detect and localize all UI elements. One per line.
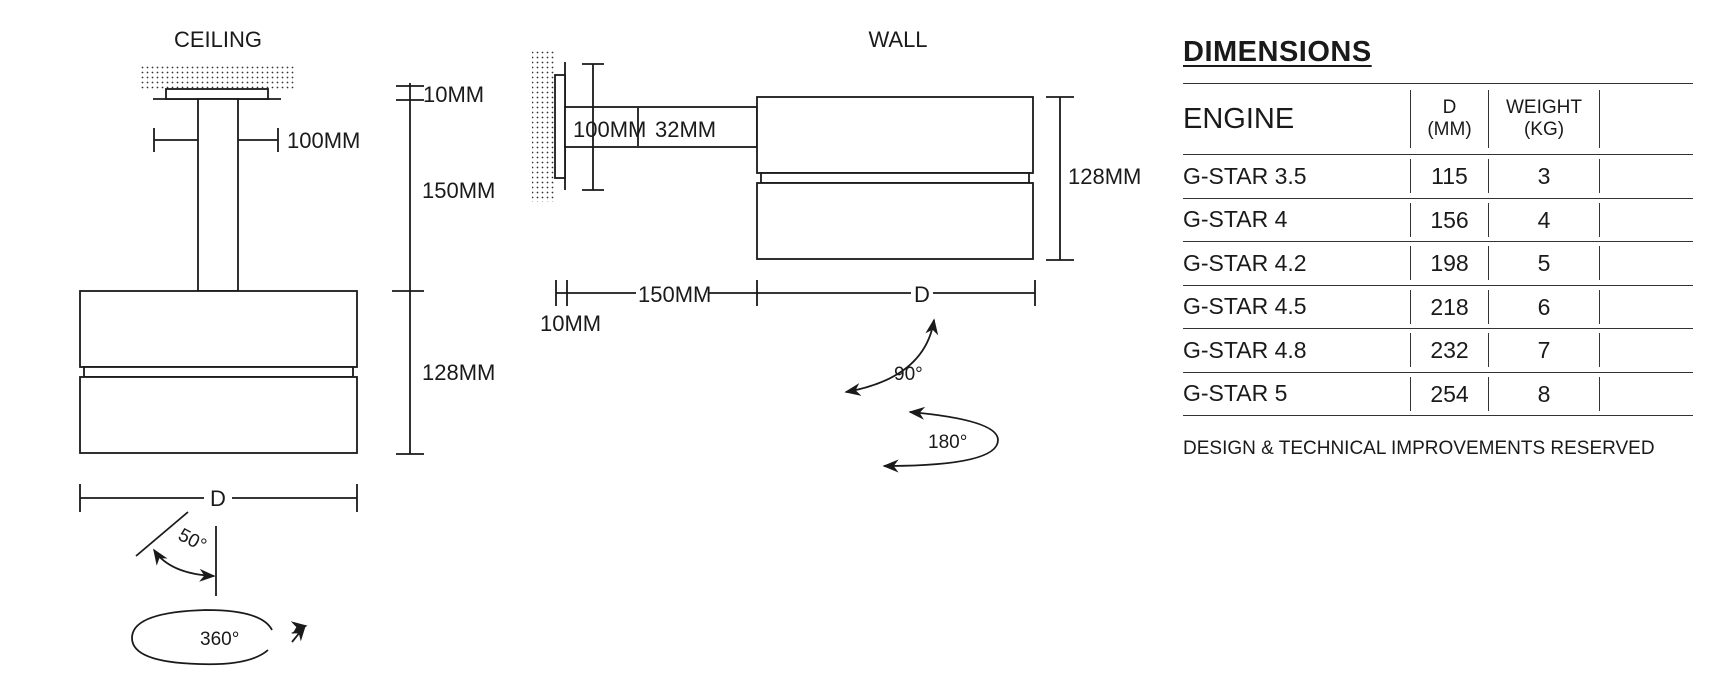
wall-title: WALL <box>868 27 927 52</box>
cell-weight: 4 <box>1488 198 1600 242</box>
column-header-weight-line1: WEIGHT <box>1506 97 1582 118</box>
wall-view <box>532 50 1074 473</box>
ceiling-dim-head-height-label: 128MM <box>422 360 495 385</box>
column-header-d-line2: (MM) <box>1427 119 1472 140</box>
cell-empty <box>1600 285 1693 329</box>
table-header-row: ENGINE D (MM) WEIGHT (KG) <box>1183 83 1693 155</box>
ceiling-rotate-angle-label: 360° <box>200 629 239 650</box>
ceiling-head-band <box>83 366 354 378</box>
cell-engine: G-STAR 4.2 <box>1183 249 1307 276</box>
wall-dim-mount-label: 10MM <box>540 311 601 336</box>
wall-dim-plate-label: 100MM <box>573 117 646 142</box>
ceiling-rotate-arc <box>131 609 273 666</box>
cell-empty <box>1600 242 1693 286</box>
column-header-engine: ENGINE <box>1183 103 1295 135</box>
cell-weight: 7 <box>1488 329 1600 373</box>
ceiling-dim-diameter-label: D <box>210 486 226 511</box>
cell-weight: 3 <box>1488 155 1600 199</box>
ceiling-tilt-angle-label: 50° <box>174 525 209 557</box>
wall-dim-head-height-label: 128MM <box>1068 164 1141 189</box>
ceiling-title: CEILING <box>174 27 262 52</box>
column-header-weight: WEIGHT (KG) <box>1488 84 1600 155</box>
wall-tilt-angle-label: 90° <box>894 364 923 385</box>
ceiling-tilt-arc <box>153 548 216 582</box>
wall-dim-diameter-label: D <box>914 282 930 307</box>
column-header-d-line1: D <box>1442 97 1457 118</box>
cell-weight: 5 <box>1488 242 1600 286</box>
wall-tilt-arc <box>844 318 939 396</box>
ceiling-rotate-arrowtail <box>290 624 307 643</box>
dimensions-panel: DIMENSIONS ENGINE D (MM) WEIGHT (KG) <box>1183 36 1693 460</box>
ceiling-dim-stem-width-label: 100MM <box>287 128 360 153</box>
ceiling-view <box>79 64 424 666</box>
cell-engine: G-STAR 4 <box>1183 206 1288 233</box>
wall-head-upper <box>756 96 1034 174</box>
ceiling-mount-plate <box>165 88 269 100</box>
column-header-d: D (MM) <box>1410 84 1488 155</box>
wall-dim-arm-label: 32MM <box>655 117 716 142</box>
wall-mount-plate <box>554 74 566 179</box>
ceiling-dim-mount-label: 10MM <box>423 82 484 107</box>
wall-head-band <box>760 172 1030 184</box>
wall-rotate-arc <box>882 406 999 473</box>
ceiling-head-upper <box>79 290 358 368</box>
wall-rotate-angle-label: 180° <box>928 432 967 453</box>
cell-d: 156 <box>1410 198 1488 242</box>
ceiling-surface-hatch <box>140 64 296 90</box>
cell-empty <box>1600 372 1693 416</box>
cell-engine: G-STAR 4.8 <box>1183 336 1307 363</box>
cell-engine: G-STAR 4.5 <box>1183 293 1307 320</box>
wall-surface-hatch <box>532 50 556 202</box>
ceiling-stem <box>197 98 239 292</box>
cell-d: 232 <box>1410 329 1488 373</box>
cell-d: 198 <box>1410 242 1488 286</box>
ceiling-head-lower <box>79 376 358 454</box>
cell-empty <box>1600 329 1693 373</box>
column-header-empty <box>1600 84 1693 155</box>
wall-dim-arm-length-label: 150MM <box>638 282 711 307</box>
cell-empty <box>1600 198 1693 242</box>
cell-d: 115 <box>1410 155 1488 199</box>
wall-head-lower <box>756 182 1034 260</box>
disclaimer-note: DESIGN & TECHNICAL IMPROVEMENTS RESERVED <box>1183 438 1655 459</box>
cell-d: 254 <box>1410 372 1488 416</box>
dimensions-title: DIMENSIONS <box>1183 36 1372 68</box>
ceiling-dim-stem-height-label: 150MM <box>422 178 495 203</box>
cell-engine: G-STAR 5 <box>1183 380 1288 407</box>
cell-weight: 6 <box>1488 285 1600 329</box>
column-header-weight-line2: (KG) <box>1523 119 1565 140</box>
cell-empty <box>1600 155 1693 199</box>
cell-weight: 8 <box>1488 372 1600 416</box>
cell-d: 218 <box>1410 285 1488 329</box>
cell-engine: G-STAR 3.5 <box>1183 162 1307 189</box>
ceiling-tilt-ray <box>135 511 189 557</box>
